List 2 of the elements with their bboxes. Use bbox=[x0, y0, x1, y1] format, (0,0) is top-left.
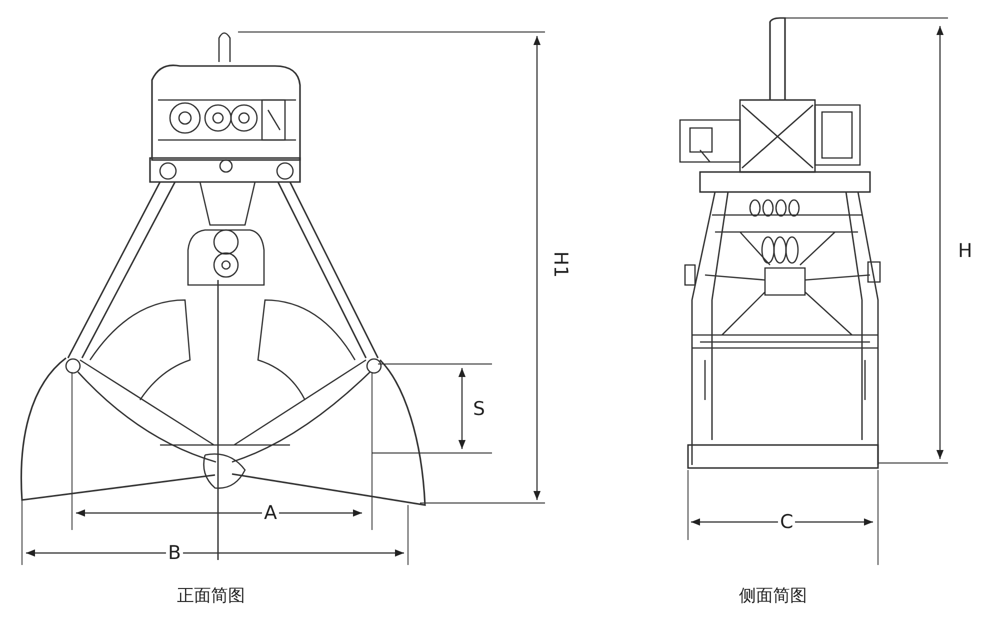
view-caption: 侧面简图 bbox=[738, 588, 808, 605]
view-caption: 正面简图 bbox=[176, 588, 246, 605]
